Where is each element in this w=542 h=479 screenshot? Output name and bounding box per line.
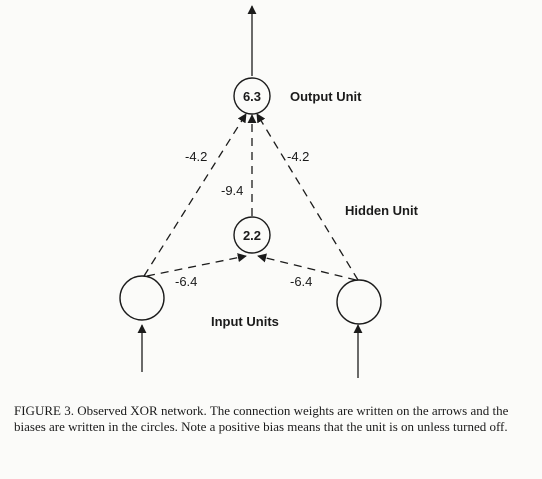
figure-caption: FIGURE 3. Observed XOR network. The conn… [14, 403, 509, 434]
input-unit-right [336, 279, 382, 325]
connection-left-to-hidden [146, 253, 247, 277]
weight-left-to-output: -4.2 [185, 149, 207, 164]
input-units-label: Input Units [211, 314, 279, 329]
weight-left-to-hidden: -6.4 [175, 274, 197, 289]
hidden-unit-bias: 2.2 [243, 228, 261, 243]
xor-network-diagram: 6.3 2.2 Output Unit Hidden Unit Input Un… [119, 5, 419, 378]
output-unit-label: Output Unit [290, 89, 362, 104]
connection-right-to-output [256, 113, 359, 281]
hidden-unit [233, 216, 271, 254]
connection-left-to-output [143, 113, 247, 277]
connection-right-to-hidden [257, 253, 357, 281]
input-unit-left [119, 275, 165, 321]
output-unit [233, 77, 271, 115]
hidden-unit-label: Hidden Unit [345, 203, 419, 218]
weight-right-to-output: -4.2 [287, 149, 309, 164]
weight-right-to-hidden: -6.4 [290, 274, 312, 289]
output-unit-bias: 6.3 [243, 89, 261, 104]
weight-hidden-to-output: -9.4 [221, 183, 243, 198]
